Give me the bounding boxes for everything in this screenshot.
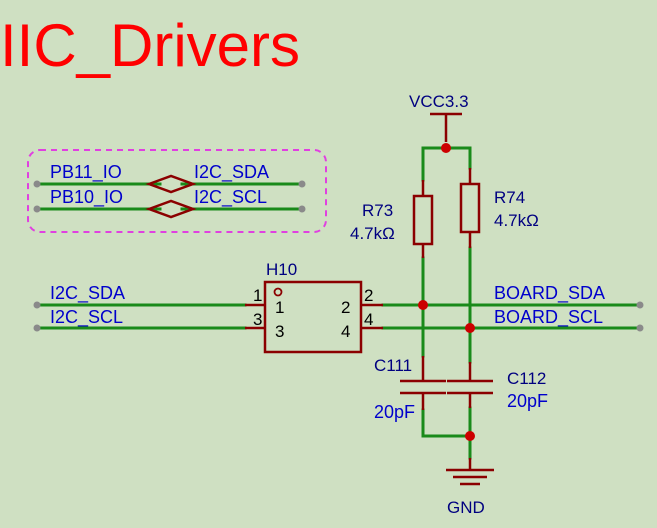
h10-ref: H10 <box>266 260 297 279</box>
terminal-i2c-scl <box>33 324 41 332</box>
net-tie-sda <box>145 174 197 194</box>
capacitor-c112: C112 20pF <box>447 362 548 411</box>
r73-body <box>412 194 434 246</box>
terminal-i2c-sda <box>33 301 41 309</box>
sheet-title: IIC_Drivers <box>0 12 300 79</box>
c112-value: 20pF <box>507 391 548 411</box>
r74-value: 4.7kΩ <box>494 211 539 230</box>
terminal-pb11 <box>33 180 41 188</box>
h10-pin1-outer: 1 <box>253 286 262 305</box>
terminal-pb10 <box>33 205 41 213</box>
vcc-label: VCC3.3 <box>409 92 469 111</box>
r74-ref: R74 <box>494 188 525 207</box>
label-i2c-scl: I2C_SCL <box>50 307 123 328</box>
c112-ref: C112 <box>507 369 546 388</box>
ground-symbol: GND <box>446 458 494 517</box>
label-pb10-io: PB10_IO <box>50 187 123 208</box>
r73-value: 4.7kΩ <box>350 224 395 243</box>
net-alias-box: PB11_IO PB10_IO I2C_SDA I2C_SCL <box>27 149 327 233</box>
h10-pin1-marker <box>273 287 283 297</box>
junction-sda <box>418 300 428 310</box>
label-pb11-io: PB11_IO <box>50 162 122 183</box>
terminal-board-scl <box>636 324 644 332</box>
h10-pin2-outer: 2 <box>364 286 373 305</box>
h10-pin2-name: 2 <box>341 298 350 317</box>
h10-pin4-name: 4 <box>341 322 350 341</box>
label-board-sda: BOARD_SDA <box>494 283 605 304</box>
connector-h10: H10 1 3 2 4 1 3 2 4 <box>245 260 383 354</box>
label-i2c-sda: I2C_SDA <box>50 283 125 304</box>
h10-pin3-name: 3 <box>275 322 284 341</box>
c111-value: 20pF <box>374 402 415 422</box>
c111-ref: C111 <box>374 356 412 375</box>
label-board-scl: BOARD_SCL <box>494 307 603 328</box>
vcc-power-symbol: VCC3.3 <box>409 92 469 142</box>
h10-body <box>263 280 363 354</box>
junction-gnd <box>465 431 475 441</box>
net-alias-frame <box>27 149 327 233</box>
terminal-sda-alias <box>298 180 306 188</box>
label-i2c-scl-alias: I2C_SCL <box>194 187 267 208</box>
r73-ref: R73 <box>362 201 393 220</box>
terminal-scl-alias <box>298 205 306 213</box>
resistor-r74: R74 4.7kΩ <box>459 168 539 248</box>
junction-vcc <box>441 143 451 153</box>
capacitor-c111: C111 20pF <box>374 356 446 422</box>
h10-pin4-outer: 4 <box>364 310 373 329</box>
junction-scl <box>465 323 475 333</box>
h10-pin1-name: 1 <box>275 298 284 317</box>
terminal-board-sda <box>636 301 644 309</box>
resistor-r73: R73 4.7kΩ <box>350 180 434 258</box>
r74-body <box>459 182 481 234</box>
h10-pin3-outer: 3 <box>253 310 262 329</box>
label-i2c-sda-alias: I2C_SDA <box>194 162 269 183</box>
net-tie-scl <box>145 199 197 219</box>
gnd-label: GND <box>447 498 485 517</box>
